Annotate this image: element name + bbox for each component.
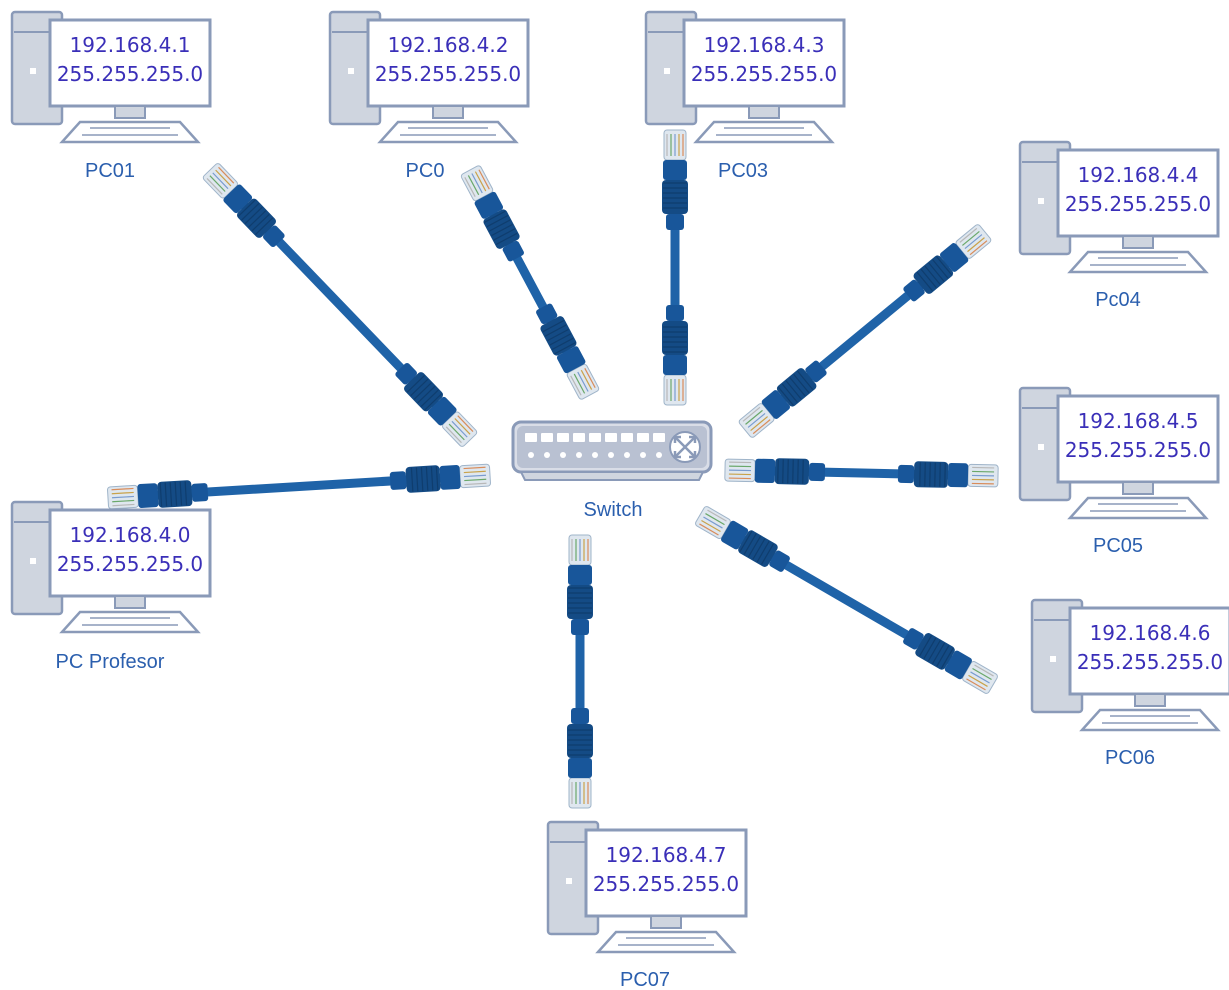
pc-name-label: PC Profesor bbox=[56, 651, 165, 673]
desktop-computer-icon bbox=[10, 500, 212, 634]
desktop-computer-icon bbox=[1018, 386, 1220, 520]
rj45-connector-icon bbox=[389, 463, 491, 493]
rj45-connector-icon bbox=[536, 303, 600, 400]
rj45-connector-icon bbox=[567, 534, 593, 635]
subnet-mask: 255.255.255.0 bbox=[691, 62, 837, 86]
pc-name-label: PC01 bbox=[85, 160, 135, 182]
pc-name-label: PC03 bbox=[718, 160, 768, 182]
network-switch-icon bbox=[511, 420, 713, 481]
computers-layer: 192.168.4.1255.255.255.0PC01192.168.4.22… bbox=[10, 10, 1229, 990]
rj45-connector-icon bbox=[738, 360, 827, 438]
rj45-connector-icon bbox=[662, 305, 688, 406]
ip-address: 192.168.4.7 bbox=[606, 843, 727, 867]
desktop-computer-icon bbox=[10, 10, 212, 144]
node-pc06[interactable]: 192.168.4.6 255.255.255.0 bbox=[1030, 598, 1229, 732]
rj45-connector-icon bbox=[903, 224, 992, 302]
rj45-connector-icon bbox=[903, 628, 998, 694]
rj45-connector-icon bbox=[897, 461, 999, 488]
subnet-mask: 255.255.255.0 bbox=[57, 552, 203, 576]
ethernet-cable-pc05 bbox=[724, 458, 999, 488]
desktop-computer-icon bbox=[328, 10, 530, 144]
ip-address: 192.168.4.1 bbox=[70, 33, 191, 57]
subnet-mask: 255.255.255.0 bbox=[593, 872, 739, 896]
desktop-computer-icon bbox=[644, 10, 846, 144]
desktop-computer-icon bbox=[1018, 140, 1220, 274]
subnet-mask: 255.255.255.0 bbox=[1077, 650, 1223, 674]
pc-name-label: PC06 bbox=[1105, 747, 1155, 769]
rj45-connector-icon bbox=[724, 458, 826, 485]
cables-layer bbox=[107, 129, 999, 809]
switch-label: Switch bbox=[584, 499, 643, 521]
node-pc05[interactable]: 192.168.4.5 255.255.255.0 bbox=[1018, 386, 1220, 520]
node-pc-profesor[interactable]: 192.168.4.0 255.255.255.0 bbox=[10, 500, 212, 634]
pc-name-label: PC07 bbox=[620, 969, 670, 990]
ethernet-cable-pc-profesor bbox=[107, 463, 491, 510]
ip-address: 192.168.4.6 bbox=[1090, 621, 1211, 645]
rj45-connector-icon bbox=[107, 480, 209, 510]
rj45-connector-icon bbox=[695, 506, 790, 572]
node-pc02[interactable]: 192.168.4.2 255.255.255.0 bbox=[328, 10, 530, 144]
subnet-mask: 255.255.255.0 bbox=[375, 62, 521, 86]
ethernet-cable-pc06 bbox=[695, 506, 998, 694]
pc-name-label: PC0 bbox=[406, 160, 445, 182]
node-pc03[interactable]: 192.168.4.3 255.255.255.0 bbox=[644, 10, 846, 144]
node-switch[interactable]: Switch bbox=[511, 420, 713, 521]
desktop-computer-icon bbox=[546, 820, 748, 954]
pc-name-label: PC05 bbox=[1093, 535, 1143, 557]
node-pc01[interactable]: 192.168.4.1 255.255.255.0 bbox=[10, 10, 212, 144]
rj45-connector-icon bbox=[662, 129, 688, 230]
node-pc04[interactable]: 192.168.4.4 255.255.255.0 bbox=[1018, 140, 1220, 274]
switch-layer: Switch bbox=[511, 420, 713, 521]
pc-name-label: Pc04 bbox=[1095, 289, 1141, 311]
ip-address: 192.168.4.2 bbox=[388, 33, 509, 57]
ip-address: 192.168.4.0 bbox=[70, 523, 191, 547]
ip-address: 192.168.4.4 bbox=[1078, 163, 1199, 187]
ip-address: 192.168.4.3 bbox=[704, 33, 825, 57]
rj45-connector-icon bbox=[395, 362, 478, 447]
ethernet-cable-pc04 bbox=[738, 224, 992, 438]
ethernet-cable-pc02 bbox=[460, 165, 600, 400]
subnet-mask: 255.255.255.0 bbox=[1065, 438, 1211, 462]
rj45-connector-icon bbox=[202, 163, 285, 248]
ip-address: 192.168.4.5 bbox=[1078, 409, 1199, 433]
rj45-connector-icon bbox=[567, 708, 593, 809]
rj45-connector-icon bbox=[460, 165, 524, 262]
node-pc07[interactable]: 192.168.4.7 255.255.255.0 bbox=[546, 820, 748, 954]
ethernet-cable-pc07 bbox=[567, 534, 593, 809]
ethernet-cable-pc01 bbox=[202, 163, 478, 447]
desktop-computer-icon bbox=[1030, 598, 1229, 732]
ethernet-cable-pc03 bbox=[662, 129, 688, 406]
subnet-mask: 255.255.255.0 bbox=[1065, 192, 1211, 216]
subnet-mask: 255.255.255.0 bbox=[57, 62, 203, 86]
